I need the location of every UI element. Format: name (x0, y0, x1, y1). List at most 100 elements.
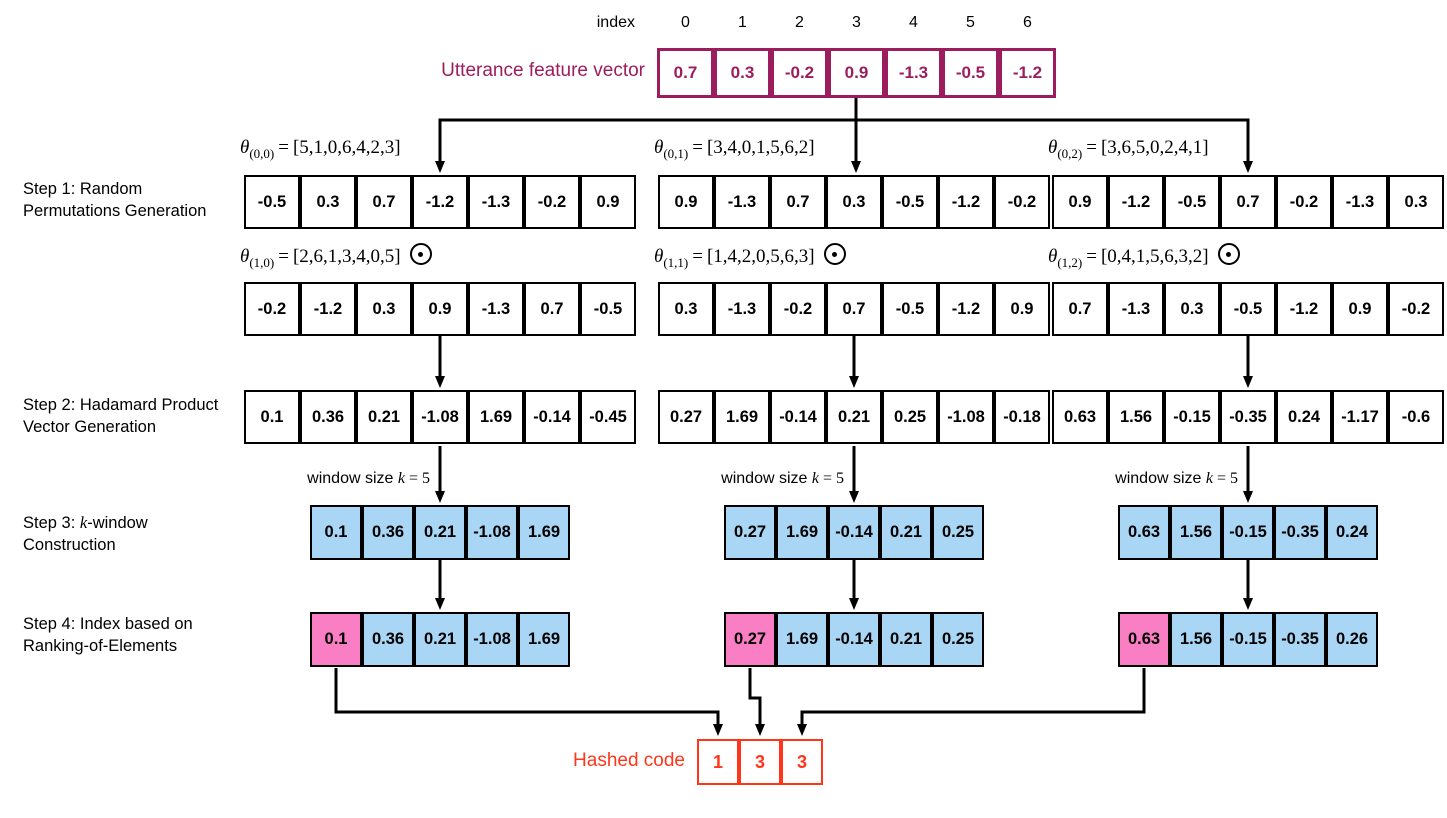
vector-cell: -0.2 (1388, 282, 1444, 336)
vector-cell: -1.08 (466, 612, 518, 667)
vector-cell: -1.2 (999, 48, 1056, 98)
vector-cell: 0.7 (356, 175, 412, 229)
step4-label: Step 4: Index based on Ranking-of-Elemen… (23, 615, 193, 655)
vector-cell: -0.14 (524, 390, 580, 444)
vector-cell: -0.2 (770, 282, 826, 336)
vector-cell: 0.9 (1332, 282, 1388, 336)
vector-cell: 0.3 (356, 282, 412, 336)
index-value: 4 (909, 14, 918, 31)
vector-cell: -1.3 (714, 175, 770, 229)
vector-cell: -0.45 (580, 390, 636, 444)
index-row: 0 1 2 3 4 5 6 (657, 14, 1056, 32)
vector-cell: 0.27 (724, 505, 776, 560)
vector-cell: 0.3 (826, 175, 882, 229)
vector-cell: -1.08 (466, 505, 518, 560)
vector-cell: 0.63 (1118, 505, 1170, 560)
index-value: 1 (738, 14, 747, 31)
odot-icon (1217, 243, 1240, 265)
vector-cell: 0.63 (1052, 390, 1108, 444)
vector-cell: 0.3 (658, 282, 714, 336)
vector-cell: -0.5 (882, 282, 938, 336)
vector-cell: 0.7 (657, 48, 714, 98)
vector-cell: 0.27 (724, 612, 776, 667)
vector-cell: -0.2 (524, 175, 580, 229)
vector-cell: -1.2 (938, 282, 994, 336)
hashed-code-label: Hashed code (573, 750, 685, 771)
index-row-label: index (596, 14, 635, 31)
vector-cell: -1.3 (1332, 175, 1388, 229)
permutation-label-theta-1-1: θ(1,1)=[1,4,2,0,5,6,3] (654, 243, 846, 271)
window-size-label-3: window size k = 5 (1115, 470, 1238, 487)
step3-label: Step 3: k-window Construction (23, 513, 148, 554)
vector-cell: -1.3 (714, 282, 770, 336)
vector-cell: -1.2 (300, 282, 356, 336)
vector-cell: 0.3 (1388, 175, 1444, 229)
vector-cell: 0.21 (826, 390, 882, 444)
vector-cell: 0.24 (1276, 390, 1332, 444)
vector-cell: 1.69 (518, 505, 570, 560)
vector-cell: 0.25 (932, 505, 984, 560)
vector-cell: 0.25 (882, 390, 938, 444)
vector-cell: 0.3 (1164, 282, 1220, 336)
utterance-vector-label: Utterance feature vector (441, 60, 645, 81)
vector-cell: 0.7 (1220, 175, 1276, 229)
vector-cell: -1.3 (1108, 282, 1164, 336)
vector-cell: 0.7 (524, 282, 580, 336)
index-value: 3 (852, 14, 861, 31)
vector-cell: 1.56 (1108, 390, 1164, 444)
index-value: 0 (681, 14, 690, 31)
vector-cell: -1.3 (885, 48, 942, 98)
index-value: 5 (966, 14, 975, 31)
vector-cell: 1.69 (776, 505, 828, 560)
vector-cell: 1.56 (1170, 612, 1222, 667)
vector-cell: -0.35 (1274, 505, 1326, 560)
vector-cell: -0.5 (580, 282, 636, 336)
vector-cell: 0.7 (1052, 282, 1108, 336)
step1-label: Step 1: Random Permutations Generation (23, 180, 207, 220)
vector-cell: 0.21 (880, 612, 932, 667)
vector-cell: 0.1 (310, 612, 362, 667)
vector-cell: 0.9 (828, 48, 885, 98)
vector-cell: 0.27 (658, 390, 714, 444)
vector-cell: 0.3 (300, 175, 356, 229)
vector-cell: 0.1 (310, 505, 362, 560)
permutation-label-theta-0-1: θ(0,1)=[3,4,0,1,5,6,2] (654, 137, 815, 161)
index-value: 2 (795, 14, 804, 31)
vector-cell: 0.63 (1118, 612, 1170, 667)
vector-cell: 0.36 (362, 612, 414, 667)
vector-cell: 0.9 (658, 175, 714, 229)
permutation-label-theta-0-2: θ(0,2)=[3,6,5,0,2,4,1] (1048, 137, 1209, 161)
vector-cell: 1.69 (714, 390, 770, 444)
permutation-label-theta-1-0: θ(1,0)=[2,6,1,3,4,0,5] (240, 243, 432, 271)
vector-cell: -0.5 (942, 48, 999, 98)
permutation-label-theta-0-0: θ(0,0)=[5,1,0,6,4,2,3] (240, 137, 401, 161)
index-value: 6 (1023, 14, 1032, 31)
vector-cell: 0.9 (412, 282, 468, 336)
hash-code-cell: 1 (697, 739, 739, 785)
vector-cell: -0.14 (828, 505, 880, 560)
hash-code-cell: 3 (781, 739, 823, 785)
odot-icon (409, 243, 432, 265)
vector-cell: -1.3 (468, 282, 524, 336)
vector-cell: 0.25 (932, 612, 984, 667)
vector-cell: -1.3 (468, 175, 524, 229)
vector-cell: -0.2 (994, 175, 1050, 229)
vector-cell: 0.21 (880, 505, 932, 560)
